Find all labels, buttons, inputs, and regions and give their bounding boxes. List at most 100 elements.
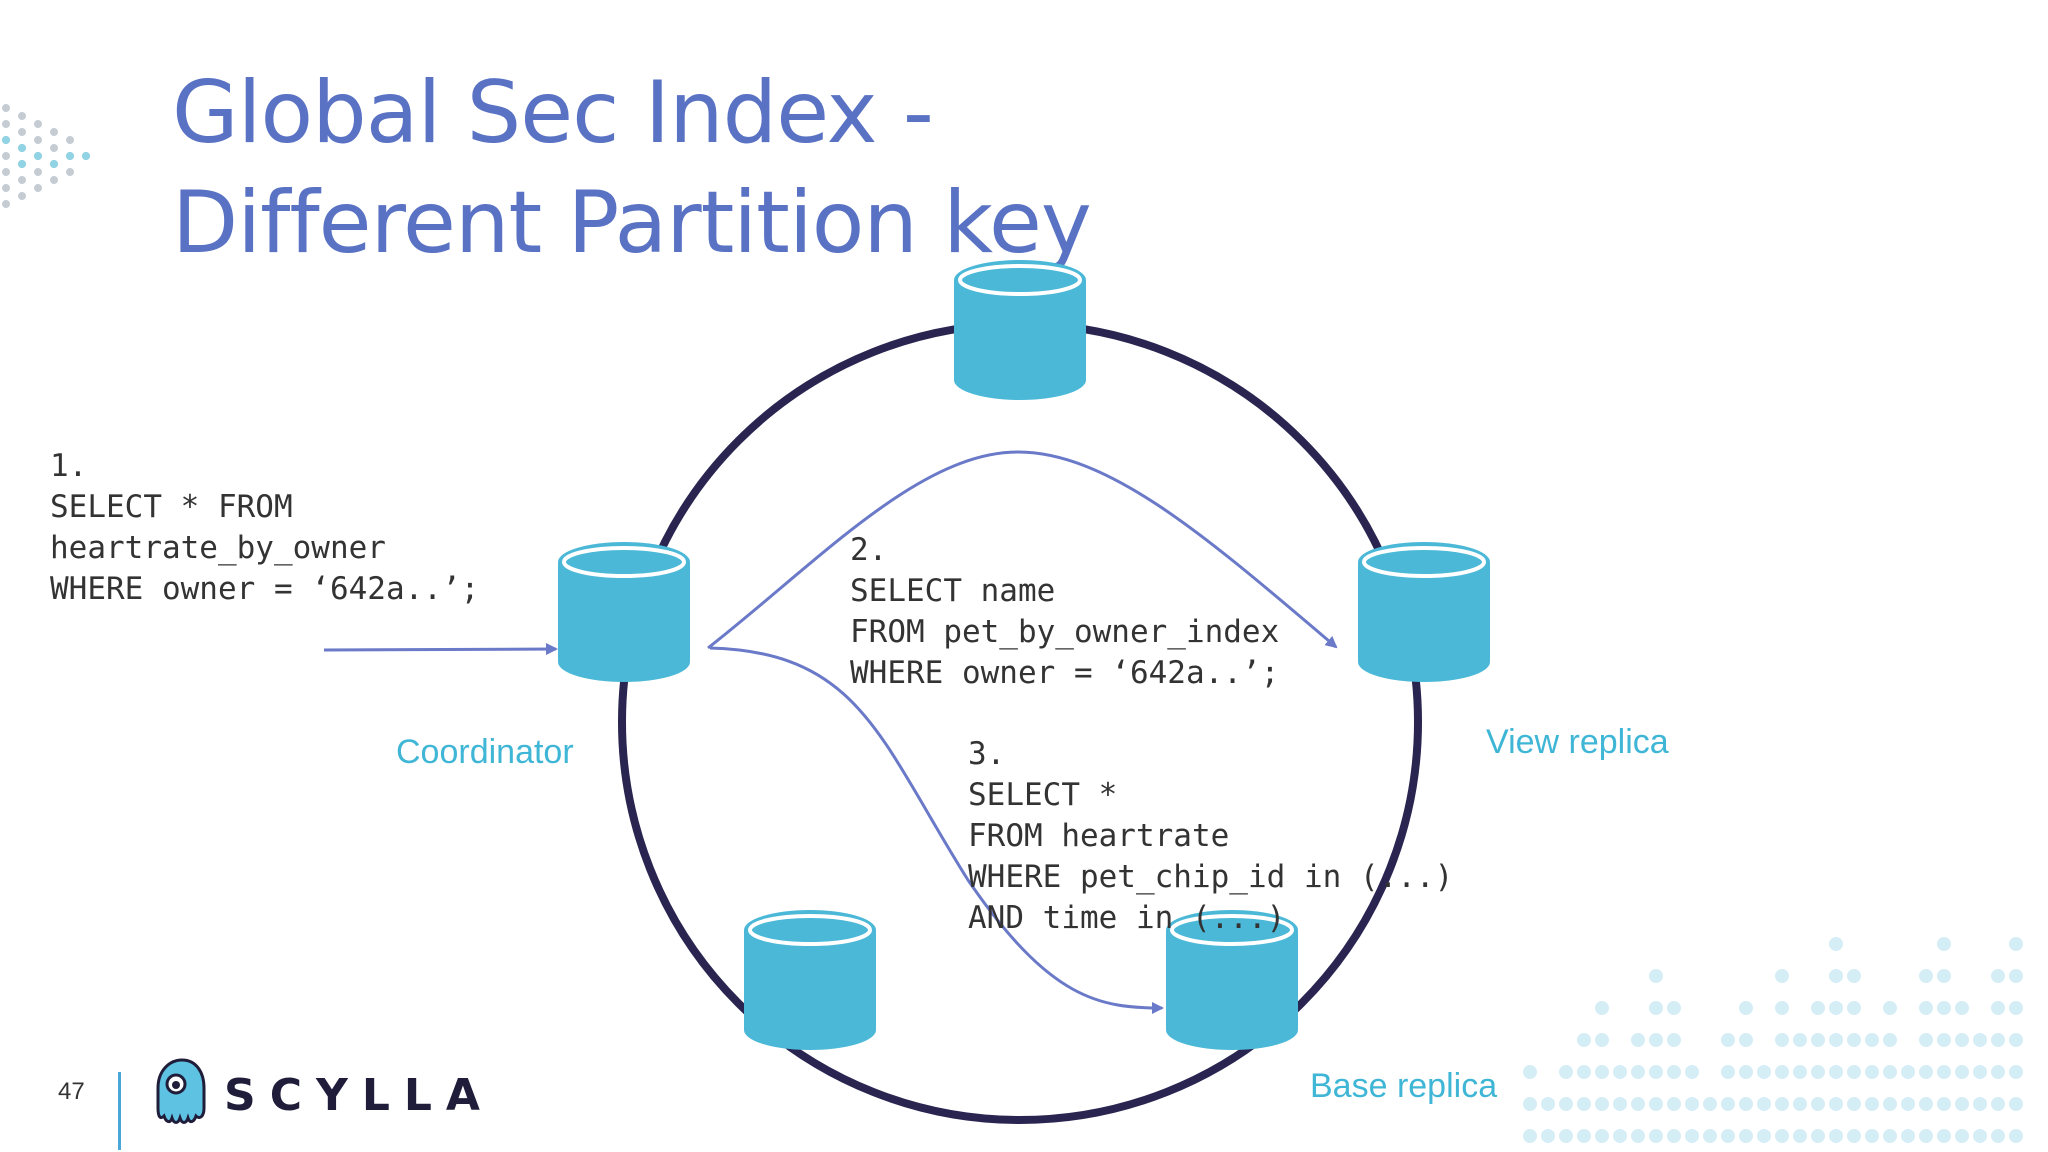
decorative-dot <box>1577 1065 1591 1079</box>
decorative-dot <box>1919 1033 1933 1047</box>
coordinator-label: Coordinator <box>396 733 574 771</box>
decorative-dot <box>2009 1129 2023 1143</box>
decorative-dot <box>1631 1065 1645 1079</box>
decorative-dot <box>1955 1129 1969 1143</box>
decorative-dot <box>1595 1129 1609 1143</box>
decorative-dot <box>1631 1097 1645 1111</box>
decorative-dot <box>1793 1097 1807 1111</box>
decorative-dot <box>1919 1065 1933 1079</box>
query-3-line: FROM heartrate <box>968 818 1230 854</box>
decorative-dot <box>1901 1097 1915 1111</box>
decorative-dot <box>1937 1033 1951 1047</box>
decorative-dot <box>1667 1001 1681 1015</box>
decorative-dot <box>1559 1129 1573 1143</box>
decorative-dot <box>2009 1001 2023 1015</box>
query-2-line: 2. <box>850 532 888 568</box>
coordinator-node-cylinder <box>556 540 692 684</box>
query-2-line: SELECT name <box>850 573 1056 609</box>
decorative-dot <box>1541 1129 1555 1143</box>
decorative-dot <box>1775 1097 1789 1111</box>
decorative-dot <box>1775 1001 1789 1015</box>
footer-divider <box>118 1072 121 1150</box>
decorative-dot <box>1649 1001 1663 1015</box>
decorative-dot <box>1811 1097 1825 1111</box>
decorative-dot <box>1937 937 1951 951</box>
decorative-dot <box>1901 1065 1915 1079</box>
slide-title: Global Sec Index - Different Partition k… <box>172 58 1092 278</box>
decorative-dot <box>1955 1001 1969 1015</box>
decorative-dot <box>1883 1129 1897 1143</box>
decorative-dot <box>1685 1129 1699 1143</box>
decorative-dot <box>1613 1065 1627 1079</box>
decorative-dot <box>1901 1129 1915 1143</box>
query-3-line: 3. <box>968 736 1006 772</box>
decorative-dot <box>1721 1097 1735 1111</box>
decorative-dot <box>1991 1065 2005 1079</box>
view-replica-node-cylinder <box>1356 540 1492 684</box>
decorative-dot <box>1991 1097 2005 1111</box>
decorative-dot <box>1991 1001 2005 1015</box>
decorative-dot <box>1883 1001 1897 1015</box>
decorative-dot <box>1667 1129 1681 1143</box>
decorative-dot <box>1847 1129 1861 1143</box>
decorative-dot <box>1577 1097 1591 1111</box>
decorative-dot <box>1649 1129 1663 1143</box>
decorative-dot <box>2009 1033 2023 1047</box>
decorative-dot <box>1811 1065 1825 1079</box>
node-bottom-left-cylinder <box>742 908 878 1052</box>
decorative-dot <box>1883 1097 1897 1111</box>
decorative-dot <box>1649 1065 1663 1079</box>
decorative-dot <box>1757 1129 1771 1143</box>
decorative-dot <box>1703 1097 1717 1111</box>
title-line-1: Global Sec Index - <box>172 63 934 163</box>
decorative-dot <box>1847 1065 1861 1079</box>
decorative-dot <box>1829 1065 1843 1079</box>
decorative-dot <box>1559 1065 1573 1079</box>
decorative-dot <box>1775 1033 1789 1047</box>
decorative-dot <box>1613 1097 1627 1111</box>
decorative-dot <box>1739 1033 1753 1047</box>
decorative-dot <box>1739 1129 1753 1143</box>
query-2-line: FROM pet_by_owner_index <box>850 614 1280 650</box>
decorative-dot <box>1595 1097 1609 1111</box>
decorative-dot <box>1865 1129 1879 1143</box>
decorative-dot <box>2009 937 2023 951</box>
decorative-dot <box>1919 1001 1933 1015</box>
decorative-dot <box>1973 1129 1987 1143</box>
decorative-dot <box>2009 1097 2023 1111</box>
query-1-line: heartrate_by_owner <box>50 530 386 566</box>
decorative-dot <box>1775 1065 1789 1079</box>
decorative-dot <box>1811 1129 1825 1143</box>
decorative-dot <box>1595 1065 1609 1079</box>
decorative-dot <box>1739 1065 1753 1079</box>
decorative-dot <box>1991 969 2005 983</box>
decorative-dot <box>1919 1129 1933 1143</box>
scylla-logo-icon <box>156 1058 206 1124</box>
decorative-dot <box>1523 1097 1537 1111</box>
decorative-dot <box>1703 1129 1717 1143</box>
token-ring <box>618 320 1422 1124</box>
decorative-dot <box>1955 1033 1969 1047</box>
page-number: 47 <box>58 1078 85 1105</box>
decorative-dot <box>1667 1097 1681 1111</box>
base-query-arrow <box>709 646 1164 1014</box>
decorative-dot <box>1973 1065 1987 1079</box>
decorative-dot <box>1685 1097 1699 1111</box>
decorative-dot <box>1721 1065 1735 1079</box>
decorative-dot <box>1739 1001 1753 1015</box>
decorative-dot <box>1991 1129 2005 1143</box>
decorative-dot <box>1577 1033 1591 1047</box>
decorative-dot <box>2009 969 2023 983</box>
decorative-dot <box>1667 1065 1681 1079</box>
decorative-dot <box>1775 969 1789 983</box>
decorative-dot <box>1919 1097 1933 1111</box>
decorative-dot <box>1937 1065 1951 1079</box>
scylla-logo-text: SCYLLA <box>224 1070 494 1121</box>
decorative-dot <box>1523 1065 1537 1079</box>
decorative-dot <box>1613 1129 1627 1143</box>
